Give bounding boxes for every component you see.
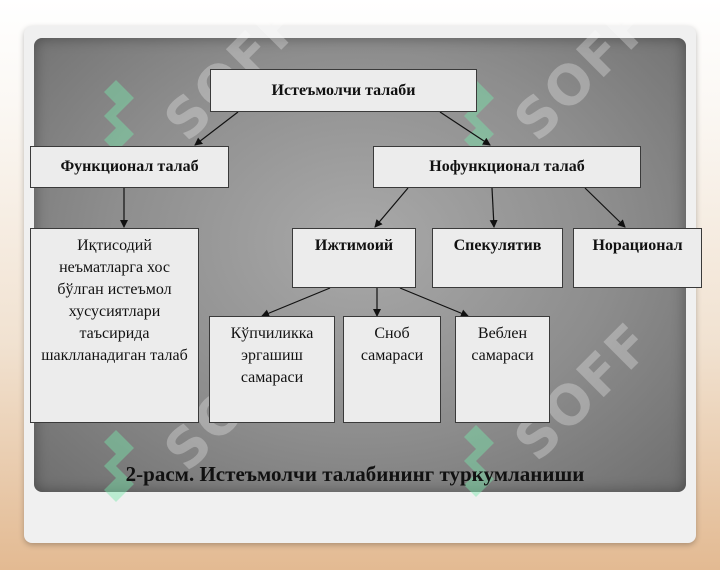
box-consumer-demand: Истеъмолчи талаби <box>210 69 477 112</box>
arrow-social-to-bandwagon <box>261 287 331 318</box>
box-veblen-effect: Веблен самараси <box>455 316 550 423</box>
arrow-nonfunctional-to-irrational <box>584 187 626 228</box>
box-nonfunctional-demand: Нофункционал талаб <box>373 146 641 188</box>
arrow-nonfunctional-to-social <box>374 187 409 228</box>
arrow-root-to-nonfunctional <box>439 111 491 146</box>
box-bandwagon-effect: Кўпчиликка эргашиш самараси <box>209 316 335 423</box>
box-functional-demand: Функционал талаб <box>30 146 229 188</box>
arrow-nonfunctional-to-speculative <box>489 187 498 228</box>
box-social: Ижтимоий <box>292 228 416 288</box>
box-speculative: Спекулятив <box>432 228 563 288</box>
box-irrational: Норационал <box>573 228 702 288</box>
box-functional-detail: Иқтисодий неъматларга хос бўлган истеъмо… <box>30 228 199 423</box>
arrow-root-to-functional <box>194 111 239 146</box>
figure-caption: 2-расм. Истеъмолчи талабининг туркумлани… <box>125 462 585 486</box>
arrow-social-to-veblen <box>399 287 469 318</box>
box-snob-effect: Сноб самараси <box>343 316 441 423</box>
